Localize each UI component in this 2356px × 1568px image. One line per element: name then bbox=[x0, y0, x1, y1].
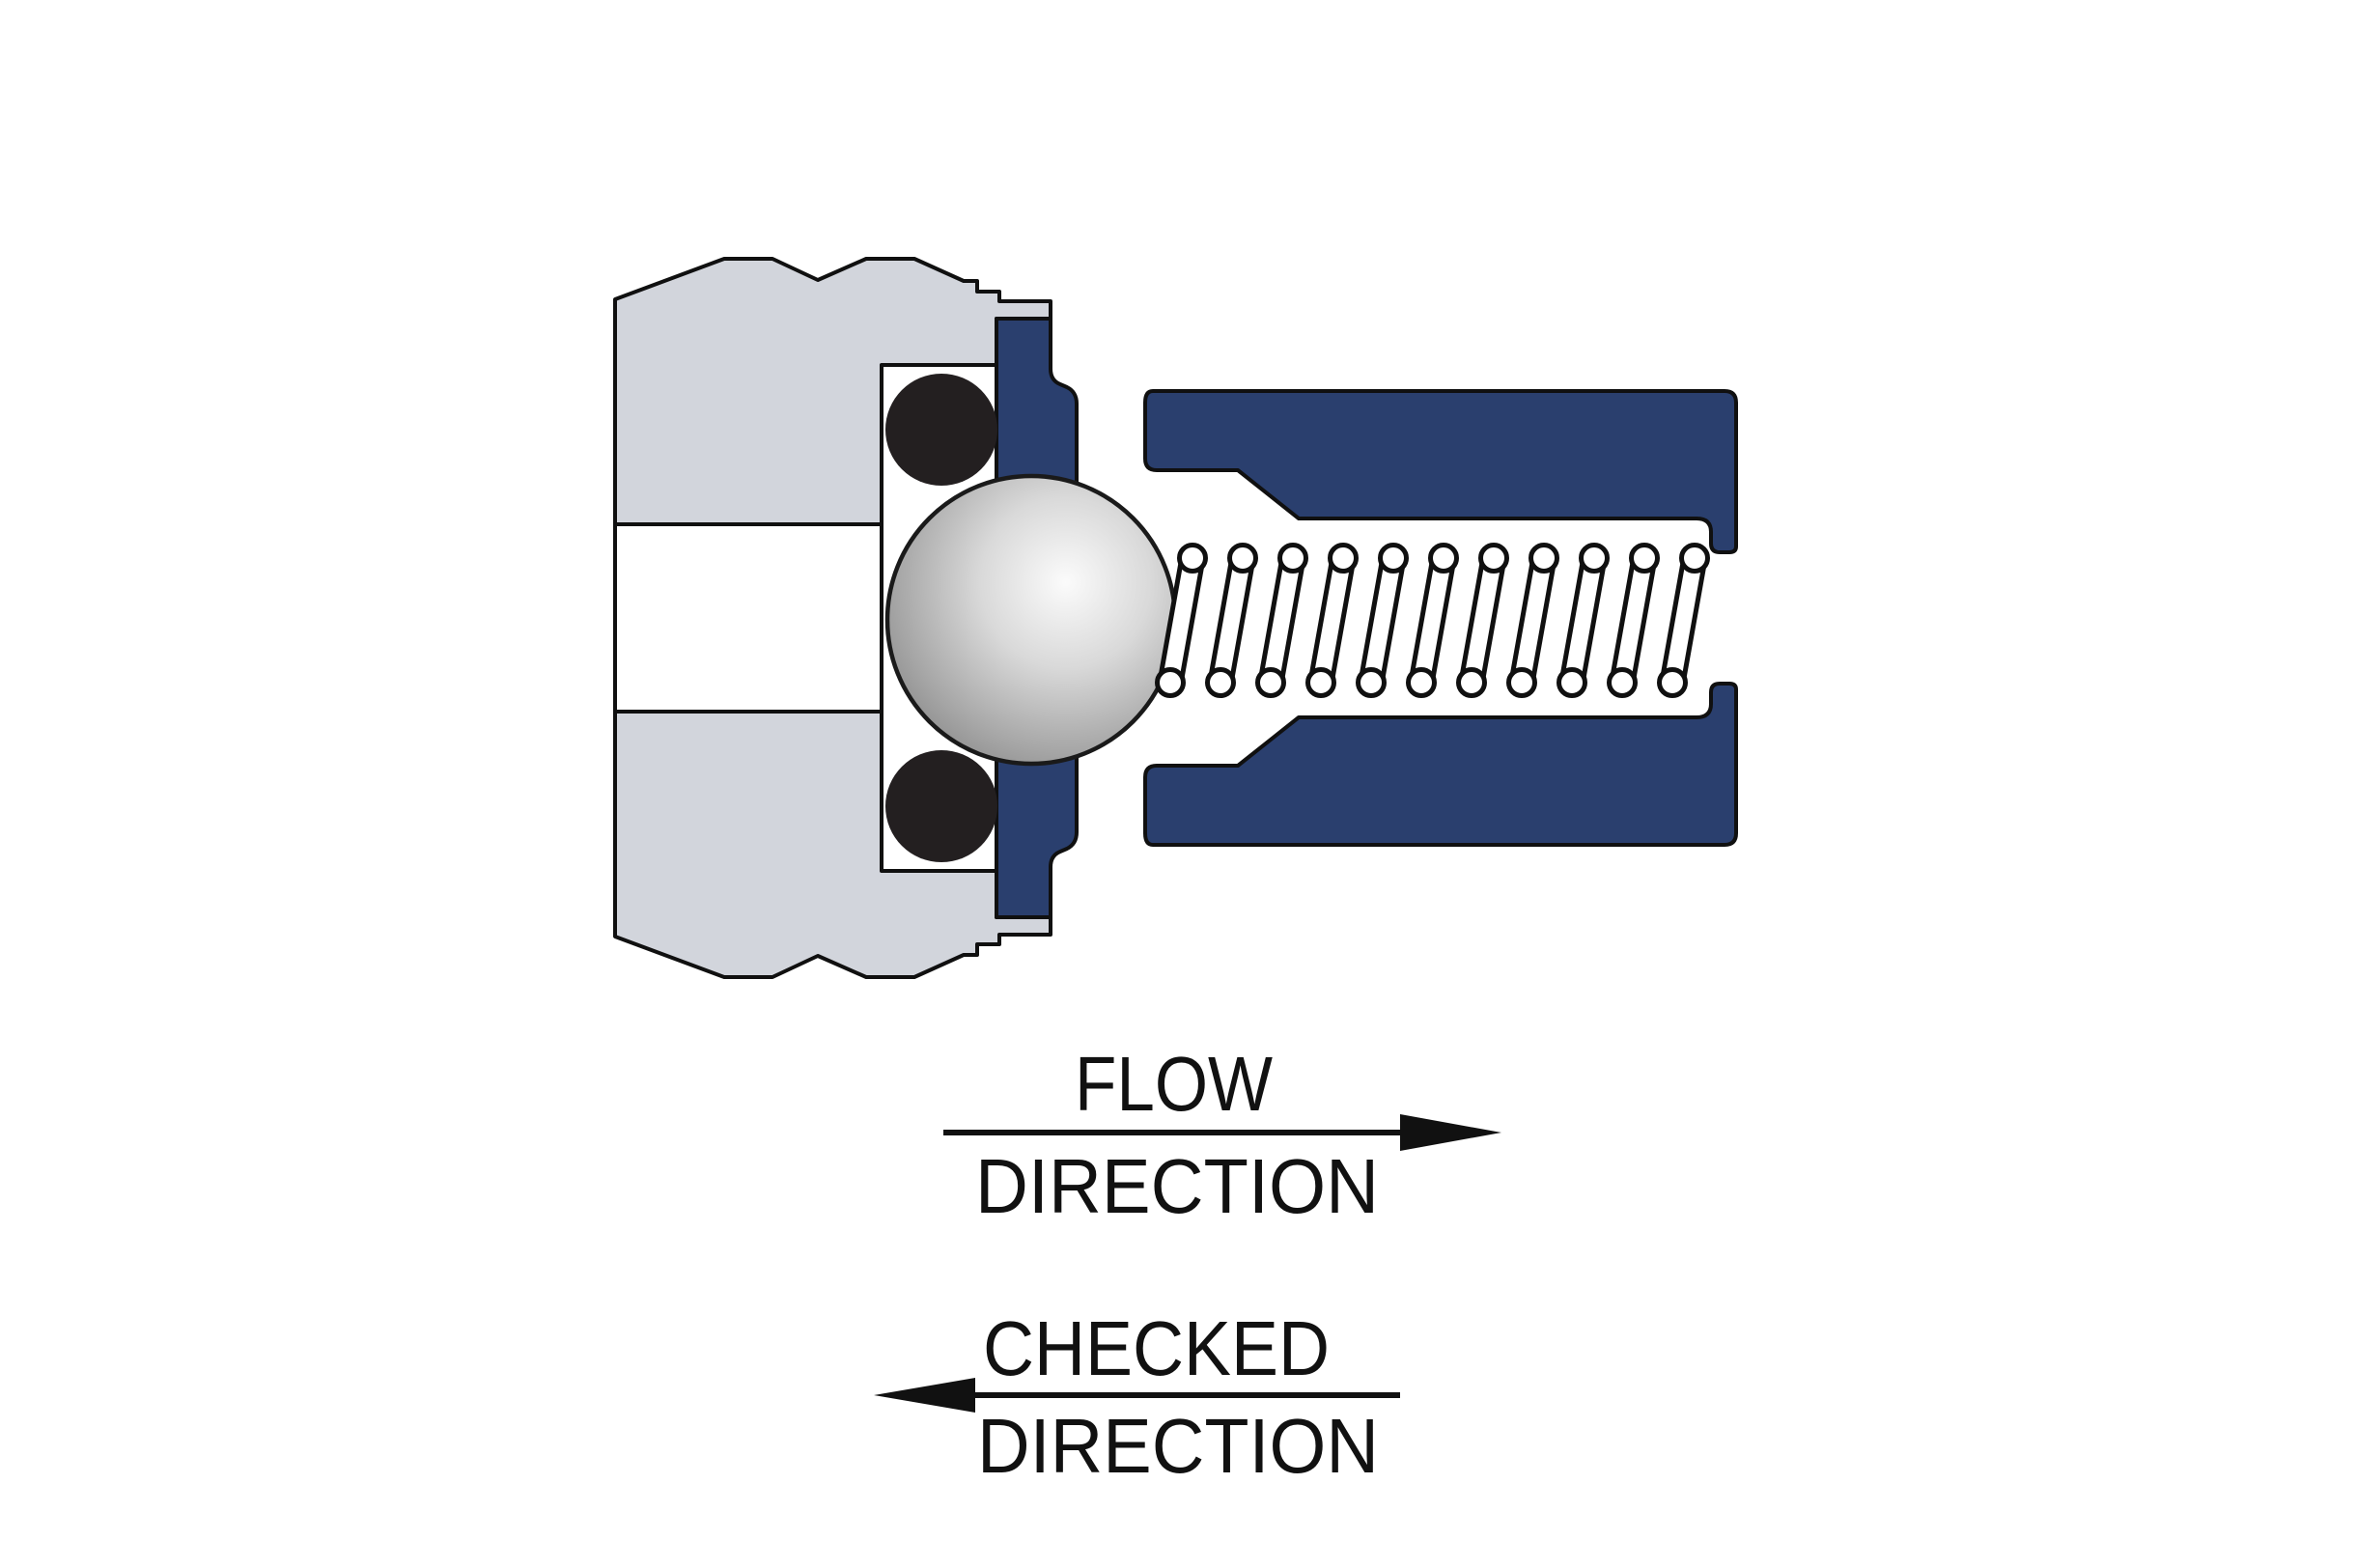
nut-section-top bbox=[613, 257, 1052, 526]
flow-label-line1: FLOW bbox=[1075, 1041, 1273, 1127]
spring-coil bbox=[1155, 543, 1208, 698]
o-ring-top bbox=[885, 374, 997, 486]
checked-direction-annotation: CHECKED DIRECTION bbox=[874, 1305, 1400, 1489]
check-ball bbox=[884, 473, 1178, 767]
spring-coil bbox=[1607, 543, 1660, 698]
spring-coil bbox=[1557, 543, 1610, 698]
spring-coil bbox=[1305, 543, 1359, 698]
spring-coil bbox=[1657, 543, 1710, 698]
flow-direction-annotation: FLOW DIRECTION bbox=[943, 1041, 1501, 1229]
spring-coil bbox=[1205, 543, 1258, 698]
flow-label-line2: DIRECTION bbox=[975, 1143, 1379, 1229]
spring-coil bbox=[1456, 543, 1509, 698]
valve-body-bottom bbox=[1143, 682, 1738, 847]
spring-coil bbox=[1406, 543, 1459, 698]
spring-coil bbox=[1506, 543, 1559, 698]
checked-label-line1: CHECKED bbox=[983, 1305, 1330, 1391]
flow-arrow-head-right-icon bbox=[1400, 1114, 1501, 1151]
checked-label-line2: DIRECTION bbox=[977, 1403, 1379, 1489]
nut-section-bottom bbox=[613, 710, 1052, 979]
o-ring-bottom bbox=[885, 750, 997, 862]
spring-coil bbox=[1255, 543, 1308, 698]
checked-arrow-head-left-icon bbox=[874, 1378, 975, 1413]
spring-coil bbox=[1356, 543, 1409, 698]
valve-body-top bbox=[1143, 389, 1738, 554]
spring bbox=[1155, 543, 1710, 698]
